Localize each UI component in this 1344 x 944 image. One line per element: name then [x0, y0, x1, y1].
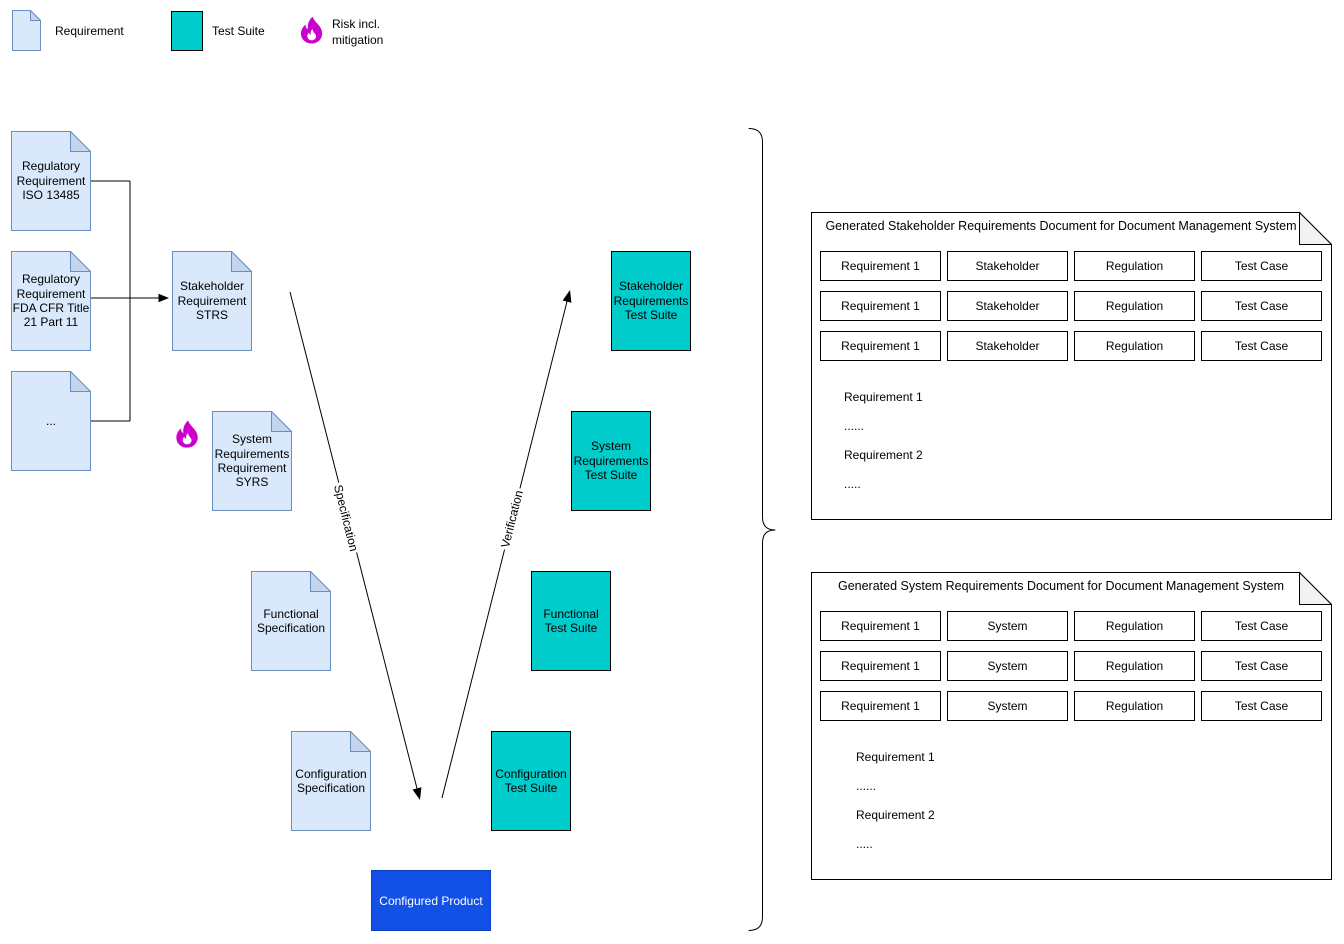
table-cell: System: [947, 611, 1068, 641]
table-cell: Regulation: [1074, 611, 1195, 641]
node-functional-specification: Functional Specification: [251, 571, 331, 671]
document-shape: [212, 411, 292, 511]
document-shape: [11, 131, 91, 231]
node-label: Configured Product: [379, 893, 483, 908]
node-configuration-specification: Configuration Specification: [291, 731, 371, 831]
body-line: Requirement 2: [844, 448, 923, 462]
generated-system-requirements-document: Generated System Requirements Document f…: [811, 572, 1332, 880]
document-title: Generated System Requirements Document f…: [837, 579, 1285, 593]
table-cell: Requirement 1: [820, 611, 941, 641]
node-configured-product: Configured Product: [371, 870, 491, 931]
legend-test-suite-label: Test Suite: [212, 24, 265, 38]
table-cell: Stakeholder: [947, 291, 1068, 321]
table-cell: Requirement 1: [820, 331, 941, 361]
document-shape: [811, 212, 1332, 520]
test-suite-swatch-icon: [171, 11, 203, 51]
risk-flame-icon: [300, 16, 323, 44]
body-line: .....: [856, 837, 873, 851]
curly-brace: [748, 128, 776, 931]
node-regulatory-requirement-iso-13485: Regulatory Requirement ISO 13485: [11, 131, 91, 231]
node-label: System Requirements Requirement SYRS: [214, 432, 290, 490]
body-line: .....: [844, 477, 861, 491]
arrowhead-specification: [412, 787, 422, 800]
table-cell: Regulation: [1074, 691, 1195, 721]
table-cell: Test Case: [1201, 611, 1322, 641]
table-cell: Stakeholder: [947, 251, 1068, 281]
risk-flame-icon: [176, 420, 198, 448]
body-line: ......: [844, 419, 865, 433]
table-cell: Test Case: [1201, 651, 1322, 681]
table-cell: Test Case: [1201, 291, 1322, 321]
node-label: System Requirements Test Suite: [573, 439, 649, 483]
arrowhead-to-stakeholder-requirement: [158, 293, 169, 303]
node-stakeholder-requirement-strs: Stakeholder Requirement STRS: [172, 251, 252, 351]
document-shape: [11, 371, 91, 471]
legend-risk-label-line2: mitigation: [332, 33, 384, 47]
body-line: Requirement 1: [844, 390, 923, 404]
document-title: Generated Stakeholder Requirements Docum…: [825, 219, 1297, 233]
body-line: ......: [856, 779, 877, 793]
table-cell: System: [947, 651, 1068, 681]
node-functional-test-suite: Functional Test Suite: [531, 571, 611, 671]
table-cell: Regulation: [1074, 331, 1195, 361]
table-cell: Requirement 1: [820, 651, 941, 681]
node-configuration-test-suite: Configuration Test Suite: [491, 731, 571, 831]
node-label: Stakeholder Requirement STRS: [177, 279, 247, 323]
node-label: Functional Specification: [256, 606, 326, 635]
generated-stakeholder-requirements-document: Generated Stakeholder Requirements Docum…: [811, 212, 1332, 520]
node-regulatory-requirement-fda-cfr: Regulatory Requirement FDA CFR Title 21 …: [11, 251, 91, 351]
node-regulatory-requirement-more: ...: [11, 371, 91, 471]
legend-risk-label-line1: Risk incl.: [332, 17, 381, 31]
arrowhead-verification: [562, 290, 572, 303]
verification-arrow-line: [441, 301, 568, 799]
table-cell: Regulation: [1074, 291, 1195, 321]
body-line: Requirement 2: [856, 808, 935, 822]
node-label: ...: [45, 413, 56, 428]
table-cell: Requirement 1: [820, 251, 941, 281]
table-cell: Regulation: [1074, 251, 1195, 281]
document-shape: [11, 251, 91, 351]
node-label: Configuration Specification: [295, 766, 367, 795]
node-label: Stakeholder Requirements Test Suite: [613, 279, 689, 323]
table-cell: Stakeholder: [947, 331, 1068, 361]
document-shape: [251, 571, 331, 671]
node-stakeholder-requirements-test-suite: Stakeholder Requirements Test Suite: [611, 251, 691, 351]
regulatory-junction-connector: [91, 180, 159, 422]
node-system-requirements-test-suite: System Requirements Test Suite: [571, 411, 651, 511]
node-label: Regulatory Requirement FDA CFR Title 21 …: [12, 272, 90, 330]
body-line: Requirement 1: [856, 750, 935, 764]
table-cell: System: [947, 691, 1068, 721]
document-shape: [291, 731, 371, 831]
node-label: Regulatory Requirement ISO 13485: [16, 159, 86, 203]
table-cell: Requirement 1: [820, 291, 941, 321]
table-cell: Requirement 1: [820, 691, 941, 721]
node-system-requirements-syrs: System Requirements Requirement SYRS: [212, 411, 292, 511]
requirement-doc-icon: [12, 10, 41, 51]
node-label: Functional Test Suite: [543, 606, 599, 635]
legend-risk-label: Risk incl. mitigation: [332, 16, 383, 48]
table-cell: Test Case: [1201, 691, 1322, 721]
document-shape: [811, 572, 1332, 880]
document-shape: [172, 251, 252, 351]
table-cell: Test Case: [1201, 331, 1322, 361]
legend-requirement-label: Requirement: [55, 24, 124, 38]
table-cell: Test Case: [1201, 251, 1322, 281]
table-cell: Regulation: [1074, 651, 1195, 681]
node-label: Configuration Test Suite: [495, 766, 567, 795]
